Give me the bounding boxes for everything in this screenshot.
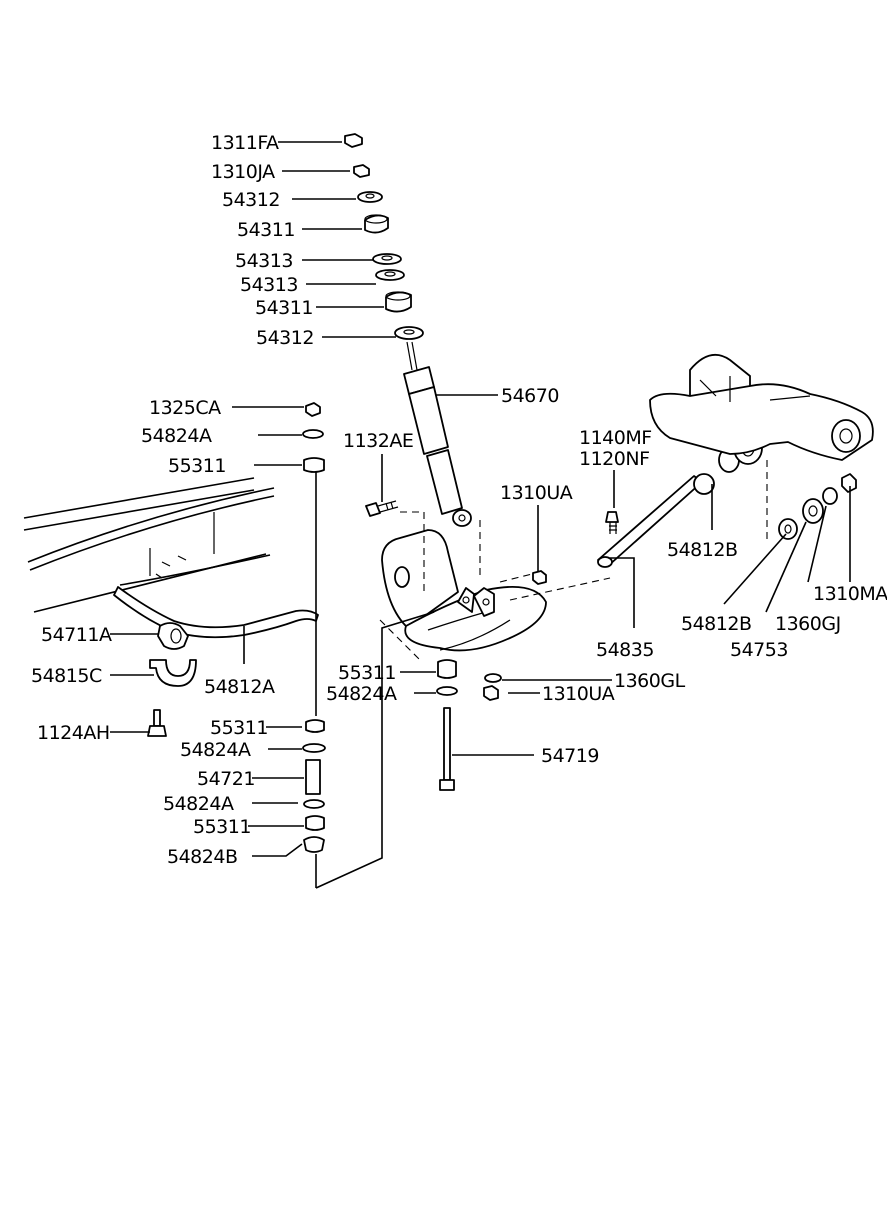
label-1310ua-2: 1310UA (542, 683, 615, 705)
bolt-1124ah (147, 709, 167, 737)
label-54824a-2: 54824A (326, 683, 397, 705)
label-54711a: 54711A (41, 624, 112, 646)
part-number-labels: 1311FA 1310JA 54312 54311 54313 54313 54… (31, 132, 887, 868)
label-1310ja: 1310JA (211, 161, 275, 183)
parts-drawing (23, 133, 874, 889)
label-54311-bot: 54311 (255, 297, 313, 319)
vehicle-frame (23, 477, 275, 613)
label-1140mf: 1140MF (579, 427, 652, 449)
label-1325ca: 1325CA (149, 397, 221, 419)
construction-lines (379, 460, 768, 661)
label-54721: 54721 (197, 768, 255, 790)
label-1132ae: 1132AE (343, 430, 413, 452)
leader-lines (110, 141, 851, 857)
label-54812a: 54812A (204, 676, 275, 698)
label-1310ua-1: 1310UA (500, 482, 573, 504)
label-54824a-3: 54824A (180, 739, 251, 761)
label-54812b-2: 54812B (681, 613, 751, 635)
label-54670: 54670 (501, 385, 559, 407)
label-54313-b: 54313 (240, 274, 298, 296)
label-55311-3: 55311 (210, 717, 268, 739)
label-1360gj: 1360GJ (775, 613, 841, 635)
bushing-54711a (157, 622, 189, 650)
label-54835: 54835 (596, 639, 654, 661)
label-1360gl: 1360GL (614, 670, 686, 692)
label-55311-2: 55311 (338, 662, 396, 684)
label-1120nf: 1120NF (579, 448, 650, 470)
label-54311-top: 54311 (237, 219, 295, 241)
label-54312-bot: 54312 (256, 327, 314, 349)
bolt-1140mf (605, 511, 619, 534)
label-1124ah: 1124AH (37, 722, 110, 744)
label-54815c: 54815C (31, 665, 102, 687)
spring-seat-bracket (381, 529, 547, 652)
label-55311-1: 55311 (168, 455, 226, 477)
label-54824a-1: 54824A (141, 425, 212, 447)
stabilizer-bar (113, 586, 319, 639)
rod-hardware-right (778, 473, 857, 540)
label-1311fa: 1311FA (211, 132, 279, 154)
label-54812b-1: 54812B (667, 539, 737, 561)
shock-absorber (403, 341, 472, 527)
label-1310ma: 1310MA (813, 583, 887, 605)
label-54753: 54753 (730, 639, 788, 661)
bracket-54815c (149, 659, 197, 687)
label-54824a-4: 54824A (163, 793, 234, 815)
link-stack-left (302, 402, 435, 889)
frame-bracket-right (649, 353, 874, 461)
label-54312-top: 54312 (222, 189, 280, 211)
link-stack-right (436, 659, 502, 791)
bolt-1132ae (365, 500, 399, 517)
label-55311-4: 55311 (193, 816, 251, 838)
label-54824b: 54824B (167, 846, 237, 868)
label-54313-a: 54313 (235, 250, 293, 272)
shock-mount-stack (344, 133, 424, 340)
label-54719: 54719 (541, 745, 599, 767)
nut-1310ua-upper (532, 570, 547, 585)
